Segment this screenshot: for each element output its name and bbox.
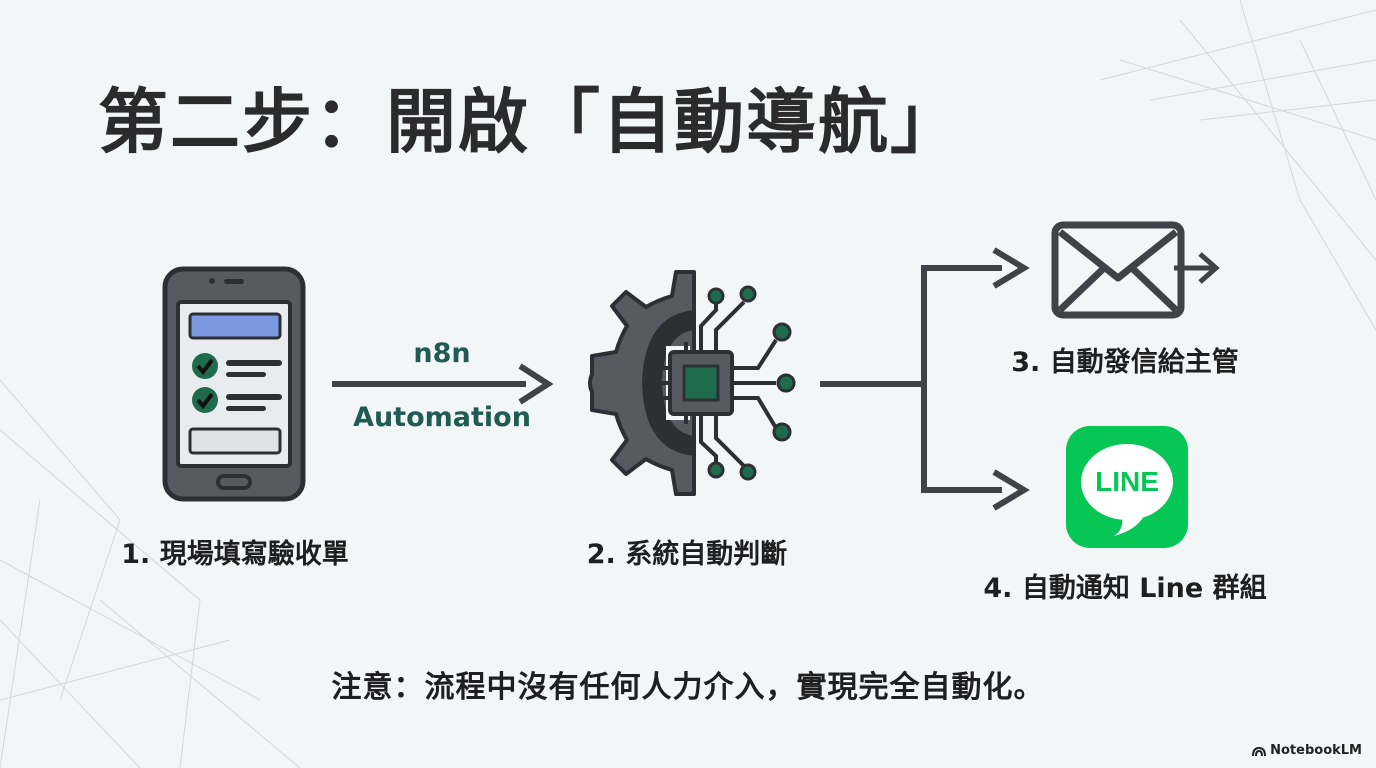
arrow-label-automation: Automation (353, 402, 531, 433)
notebooklm-logo-icon (1252, 746, 1267, 756)
line-app-icon: LINE (1066, 426, 1188, 548)
step-label-1: 1. 現場填寫驗收單 (121, 539, 349, 570)
flow-arrow-1 (332, 363, 554, 405)
step-label-4: 4. 自動通知 Line 群組 (983, 573, 1267, 604)
gear-chip-icon (588, 270, 796, 496)
email-send-icon (1051, 221, 1220, 319)
arrow-label-tool: n8n (413, 338, 471, 369)
brand-name: NotebookLM (1270, 743, 1362, 758)
step-label-3: 3. 自動發信給主管 (1011, 347, 1239, 378)
step-label-2: 2. 系統自動判斷 (586, 539, 788, 570)
line-logo-text: LINE (1095, 466, 1159, 497)
brand-watermark: NotebookLM (1252, 743, 1362, 758)
automation-note: 注意：流程中沒有任何人力介入，實現完全自動化。 (331, 670, 1045, 705)
branch-arrows (820, 247, 1030, 511)
page-title: 第二步：開啟「自動導航」 (98, 81, 962, 163)
speech-bubble-icon (1081, 444, 1173, 536)
mobile-form-icon (162, 266, 306, 502)
